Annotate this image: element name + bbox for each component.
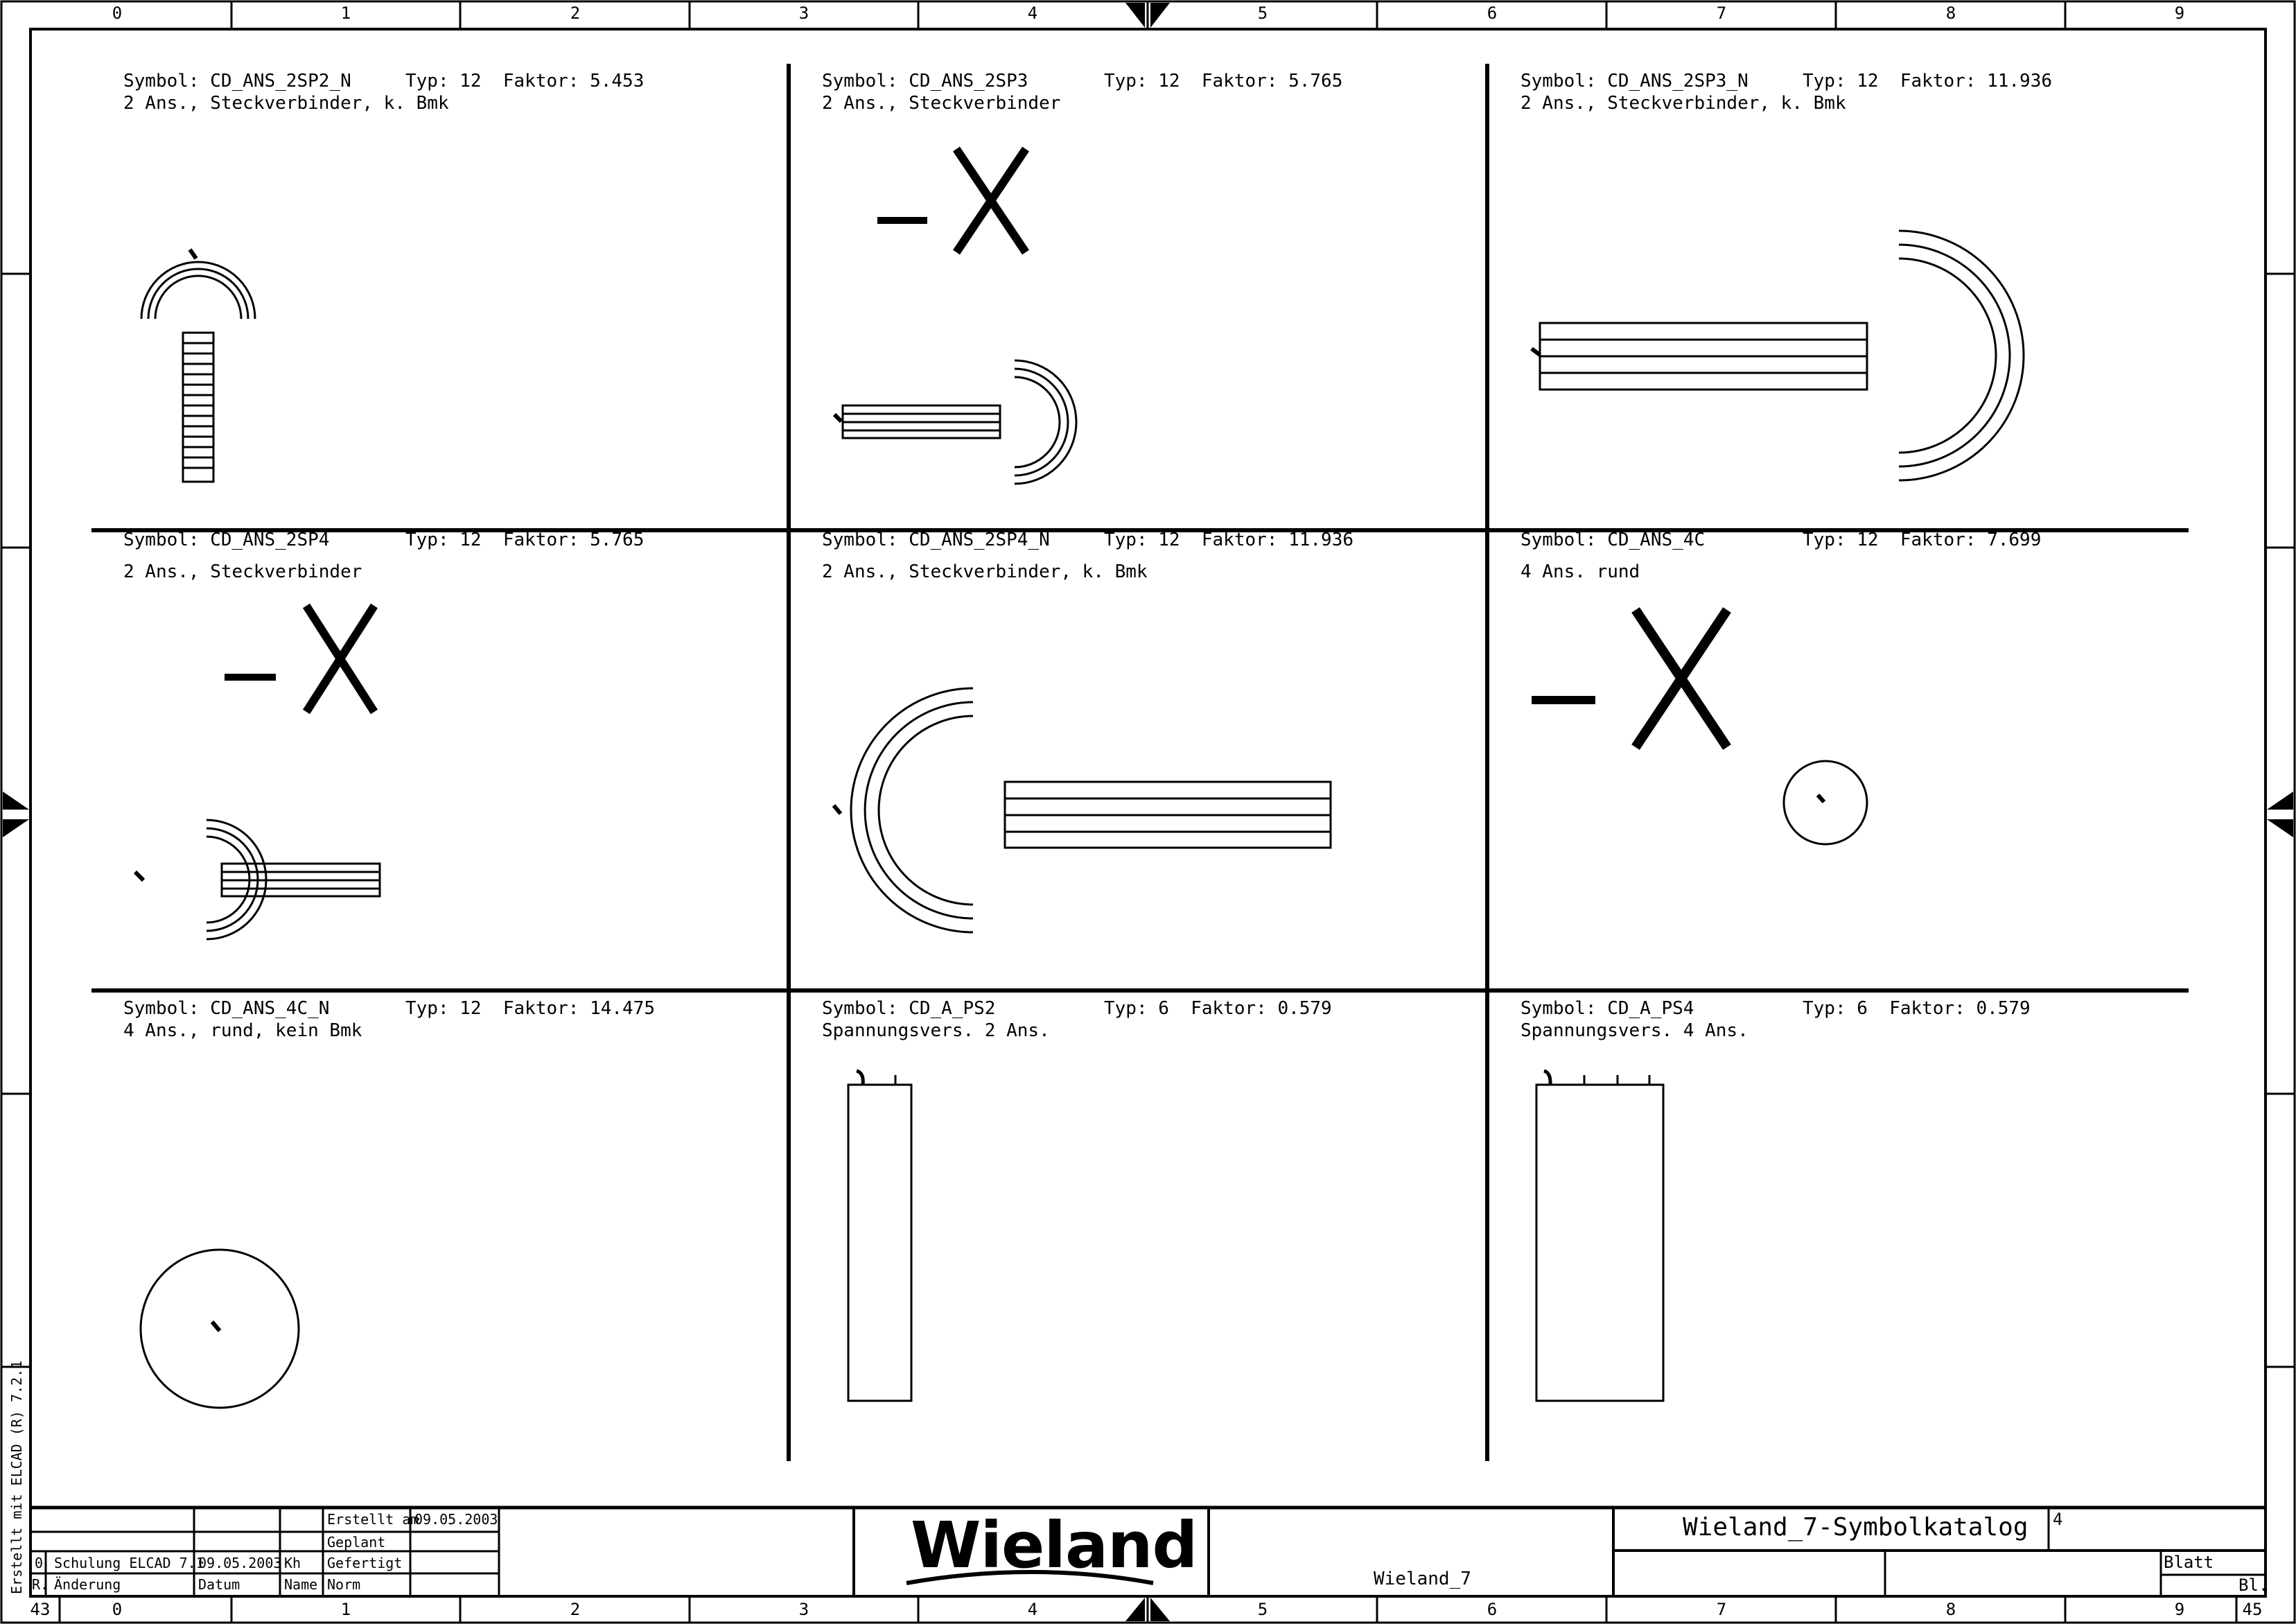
wieland-logo: Wieland [911,1508,1198,1582]
symbol-cd-ans-2sp3 [832,146,1078,485]
ruler-top-5: 5 [1257,3,1268,23]
symbol-cd-ans-2sp3-n [1530,229,2025,482]
symbol-cd-a-ps2 [847,1069,913,1402]
symbol-cd-ans-4c [1532,607,1868,846]
symbol-cd-ans-4c-n [139,1248,300,1409]
cell-5-desc: 2 Ans., Steckverbinder, k. Bmk [822,561,1148,582]
ruler-top-4: 4 [1027,3,1038,23]
cell-6-desc: 4 Ans. rund [1521,561,1640,582]
tb-rev-name: Kh [284,1555,301,1571]
ruler-top-3: 3 [798,3,809,23]
symbol-cd-ans-2sp4-n [832,687,1332,934]
ruler-bottom-left: 43 [30,1600,51,1619]
tb-head-name: Name [284,1576,318,1593]
ruler-top-8: 8 [1945,3,1956,23]
cell-6-header: Symbol: CD_ANS_4C Typ: 12 Faktor: 7.699 [1521,530,2042,550]
cell-3-header: Symbol: CD_ANS_2SP3_N Typ: 12 Faktor: 11… [1521,71,2053,91]
ruler-bottom-7: 7 [1716,1600,1727,1619]
ruler-top-7: 7 [1716,3,1727,23]
tb-erstellt-value: 09.05.2003 [414,1511,498,1528]
cell-1-desc: 2 Ans., Steckverbinder, k. Bmk [123,93,449,114]
catalog-grid [91,64,2189,1461]
ruler-bottom-3: 3 [798,1600,809,1619]
ruler-top-0: 0 [112,3,123,23]
ruler-bottom-right: 45 [2242,1600,2263,1619]
cell-7-header: Symbol: CD_ANS_4C_N Typ: 12 Faktor: 14.4… [123,998,656,1019]
side-note: Erstellt mit ELCAD (R) 7.2.1 [8,1360,25,1594]
cell-8-header: Symbol: CD_A_PS2 Typ: 6 Faktor: 0.579 [822,998,1332,1019]
cell-4-desc: 2 Ans., Steckverbinder [123,561,362,582]
tb-head-aenderung: Änderung [54,1576,121,1593]
cell-7-desc: 4 Ans., rund, kein Bmk [123,1020,362,1041]
ruler-bottom-0: 0 [112,1600,123,1619]
title-block [30,1505,2266,1596]
ruler-top-1: 1 [340,3,351,23]
tb-norm-label: Norm [327,1576,361,1593]
ruler-bottom-9: 9 [2174,1600,2185,1619]
ruler-top-6: 6 [1487,3,1498,23]
tb-rev-index: 0 [35,1555,44,1571]
ruler-top-9: 9 [2174,3,2185,23]
cell-2-header: Symbol: CD_ANS_2SP3 Typ: 12 Faktor: 5.76… [822,71,1343,91]
tb-sheet-no: 4 [2053,1510,2063,1529]
symbol-cd-ans-2sp4 [133,603,381,941]
ruler-bottom-2: 2 [570,1600,581,1619]
top-ruler [230,1,2067,29]
tb-drawing-title: Wieland_7-Symbolkatalog [1683,1513,2028,1542]
ruler-bottom-5: 5 [1257,1600,1268,1619]
cell-2-desc: 2 Ans., Steckverbinder [822,93,1061,114]
cell-5-header: Symbol: CD_ANS_2SP4_N Typ: 12 Faktor: 11… [822,530,1354,550]
tb-project: Wieland_7 [1374,1569,1471,1589]
cell-8-desc: Spannungsvers. 2 Ans. [822,1020,1050,1041]
tb-rev-text: Schulung ELCAD 7.1 [54,1555,204,1571]
cell-1-header: Symbol: CD_ANS_2SP2_N Typ: 12 Faktor: 5.… [123,71,645,91]
centering-marks [3,3,2293,1621]
ruler-bottom-4: 4 [1027,1600,1038,1619]
tb-erstellt-label: Erstellt am [327,1511,419,1528]
cell-9-header: Symbol: CD_A_PS4 Typ: 6 Faktor: 0.579 [1521,998,2031,1019]
ruler-top-2: 2 [570,3,581,23]
tb-rev-date: 09.05.2003 [198,1555,282,1571]
tb-blatt-label: Blatt [2164,1553,2214,1572]
tb-geplant-label: Geplant [327,1534,386,1551]
ruler-bottom-1: 1 [340,1600,351,1619]
symbol-cd-a-ps4 [1535,1069,1665,1402]
symbol-cd-ans-2sp2-n [140,248,256,483]
cell-3-desc: 2 Ans., Steckverbinder, k. Bmk [1521,93,1846,114]
tb-bl-label: Bl. [2238,1575,2269,1595]
ruler-bottom-8: 8 [1945,1600,1956,1619]
ruler-bottom-6: 6 [1487,1600,1498,1619]
cell-9-desc: Spannungsvers. 4 Ans. [1521,1020,1749,1041]
tb-head-datum: Datum [198,1576,240,1593]
bottom-ruler [58,1596,2238,1623]
side-ruler-ticks [1,272,2295,1368]
tb-gefertigt-label: Gefertigt [327,1555,403,1571]
cell-4-header: Symbol: CD_ANS_2SP4 Typ: 12 Faktor: 5.76… [123,530,645,550]
tb-head-r: R. [32,1576,49,1593]
